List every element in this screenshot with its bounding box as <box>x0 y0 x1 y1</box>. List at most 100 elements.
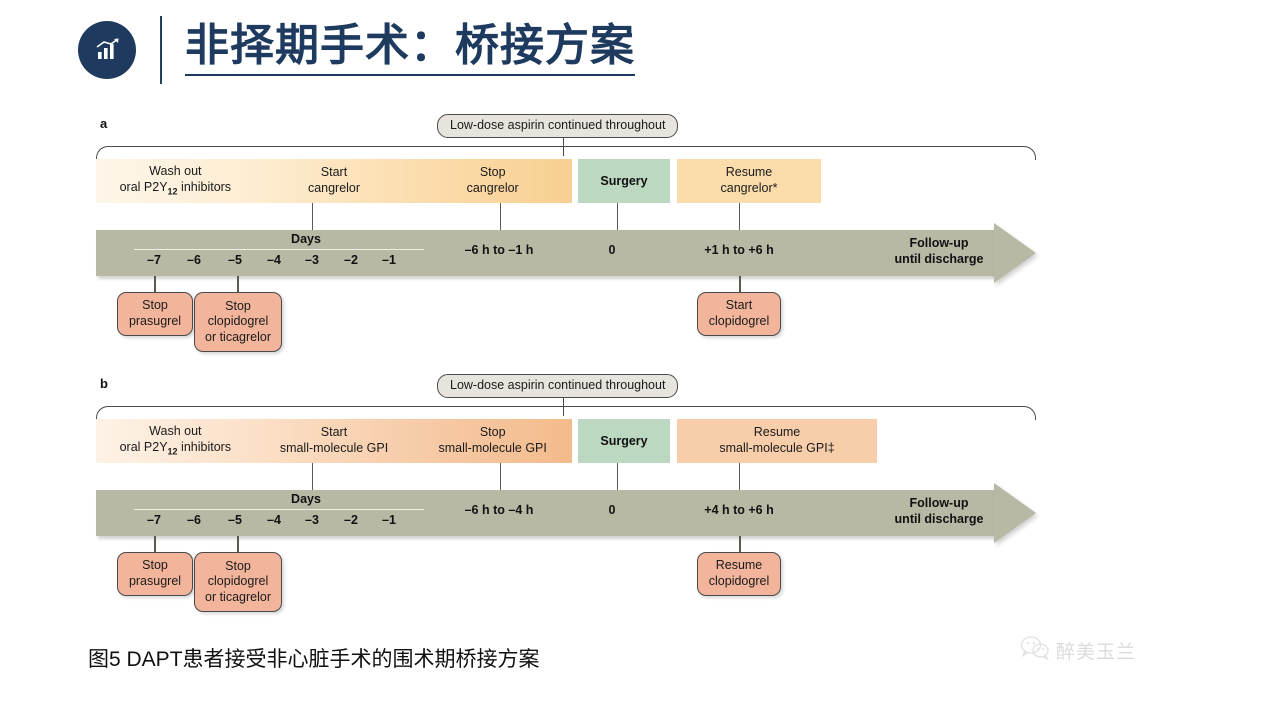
aspirin-callout: Low-dose aspirin continued throughout <box>437 374 679 398</box>
day-tick--5: –5 <box>228 253 242 267</box>
page-title: 非择期手术：桥接方案 <box>185 21 635 77</box>
phase-washout-line1: Wash out <box>149 424 202 439</box>
aspirin-stem <box>563 138 565 156</box>
days-rule <box>134 509 424 511</box>
followup-label: Follow-up until discharge <box>864 236 1014 267</box>
timeline-body <box>96 490 996 536</box>
panel-letter: b <box>100 376 108 391</box>
surgery-block: Surgery <box>578 419 670 463</box>
followup-line1: Follow-up <box>909 236 969 250</box>
tick-surgery <box>617 203 619 230</box>
followup-line2: until discharge <box>894 251 984 266</box>
wechat-icon <box>1020 636 1050 665</box>
preop-window-label: –6 h to –4 h <box>464 503 534 517</box>
phase-stop-line2: small-molecule GPI <box>438 441 547 455</box>
postop-window-label: +1 h to +6 h <box>704 243 774 257</box>
surgery-block: Surgery <box>578 159 670 203</box>
panel-letter: a <box>100 116 108 131</box>
drug-stem-start-clopidogrel <box>739 276 741 298</box>
followup-line1: Follow-up <box>909 496 969 510</box>
tick-stop-bridge <box>500 203 502 230</box>
drug-stem-prasugrel <box>154 536 156 558</box>
timeline-bracket <box>96 406 1036 420</box>
tick-start-bridge <box>312 463 314 490</box>
day-tick--3: –3 <box>305 513 319 527</box>
drug-stem-resume-clopidogrel <box>739 536 741 558</box>
day-tick--2: –2 <box>344 513 358 527</box>
timeline-arrowhead <box>994 483 1036 543</box>
day-tick--7: –7 <box>147 253 161 267</box>
day-tick--4: –4 <box>267 513 281 527</box>
drug-box-line2: clopidogrel <box>207 574 269 589</box>
drug-box-line2: prasugrel <box>128 314 182 328</box>
resume-line1: Resume <box>753 425 801 440</box>
day-tick--1: –1 <box>382 513 396 527</box>
drug-stem-clopidogrel-ticagrelor <box>237 536 239 558</box>
day-tick--4: –4 <box>267 253 281 267</box>
phase-start-line1: Start <box>320 165 348 180</box>
title-divider <box>160 16 162 84</box>
timeline-arrowhead <box>994 223 1036 283</box>
drug-box-line1: Start <box>725 298 753 313</box>
drug-box-line1: Stop <box>225 298 251 313</box>
day-tick--3: –3 <box>305 253 319 267</box>
drug-box-line2: clopidogrel <box>708 314 770 328</box>
drug-box-line2: clopidogrel <box>207 314 269 329</box>
phase-start-line2: small-molecule GPI <box>279 441 389 455</box>
days-label: Days <box>291 232 321 246</box>
preop-window-label: –6 h to –1 h <box>464 243 534 257</box>
followup-line2: until discharge <box>894 511 984 526</box>
resume-line1: Resume <box>725 165 773 180</box>
aspirin-stem <box>563 398 565 416</box>
postop-window-label: +4 h to +6 h <box>704 503 774 517</box>
phase-stop-line2: cangrelor <box>466 181 519 195</box>
tick-start-bridge <box>312 203 314 230</box>
day-tick--2: –2 <box>344 253 358 267</box>
aspirin-callout: Low-dose aspirin continued throughout <box>437 114 679 138</box>
tick-resume <box>739 463 741 490</box>
tick-stop-bridge <box>500 463 502 490</box>
days-label: Days <box>291 492 321 506</box>
zero-label: 0 <box>608 243 616 257</box>
followup-label: Follow-up until discharge <box>864 496 1014 527</box>
watermark: 醉美玉兰 <box>1020 636 1136 665</box>
day-tick--1: –1 <box>382 253 396 267</box>
drug-box-line1: Stop <box>225 558 251 573</box>
drug-box-line1: Resume <box>715 558 763 573</box>
day-tick--5: –5 <box>228 513 242 527</box>
drug-box-line2: prasugrel <box>128 574 182 588</box>
drug-box-line1: Stop <box>142 558 168 573</box>
drug-box-line2: clopidogrel <box>708 574 770 588</box>
resume-line2: cangrelor* <box>720 181 778 195</box>
phase-stop-line1: Stop <box>479 165 506 180</box>
tick-resume <box>739 203 741 230</box>
timeline-body <box>96 230 996 276</box>
resume-line2: small-molecule GPI‡ <box>719 441 835 455</box>
phase-stop-line1: Stop <box>479 425 506 440</box>
watermark-text: 醉美玉兰 <box>1056 642 1137 663</box>
figure-caption: 图5 DAPT患者接受非心脏手术的围术期桥接方案 <box>88 648 540 671</box>
slide-header: 非择期手术：桥接方案 <box>0 0 1280 100</box>
drug-box-line3: or ticagrelor <box>205 329 271 344</box>
timeline-bracket <box>96 146 1036 160</box>
day-tick--6: –6 <box>187 513 201 527</box>
chart-growth-icon <box>78 21 136 79</box>
phase-washout-line1: Wash out <box>149 164 202 179</box>
zero-label: 0 <box>608 503 616 517</box>
